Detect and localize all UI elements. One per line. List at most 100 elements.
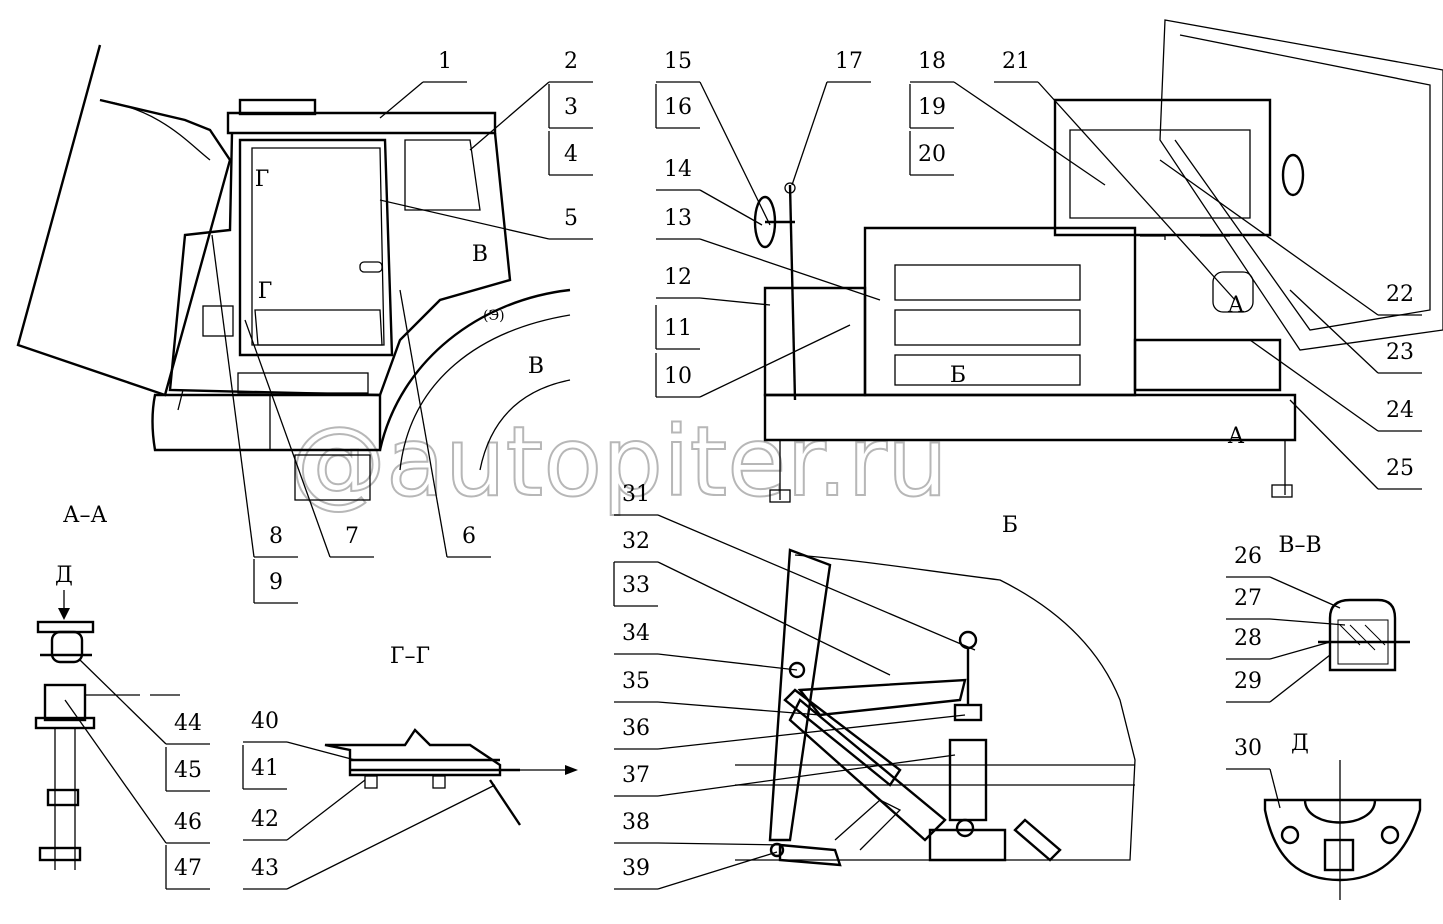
section-title-gg: Г–Г (390, 644, 430, 669)
tractor-rear-view (753, 19, 1443, 503)
leader-line (379, 81, 424, 119)
callout-35: 35 (614, 669, 821, 716)
callout-46: 46 (64, 699, 210, 844)
callout-number: 28 (1234, 626, 1262, 651)
leader-line (1269, 618, 1346, 626)
view-mark-v: В (472, 242, 488, 267)
callout-1: 1 (379, 49, 467, 119)
callout-number: 41 (251, 756, 279, 781)
callout-number: 29 (1234, 669, 1262, 694)
callout-11: 11 (655, 305, 700, 350)
leader-line (1269, 654, 1331, 703)
callout-number: 1 (438, 49, 452, 74)
leader-line (699, 189, 763, 226)
callout-6: 6 (399, 289, 491, 558)
view-mark-g: Г (255, 167, 270, 192)
leader-line (699, 81, 771, 226)
leader-line (657, 842, 786, 846)
callout-7: 7 (244, 319, 374, 558)
callout-36: 36 (614, 714, 966, 750)
callout-number: 27 (1234, 586, 1262, 611)
leader-line (657, 701, 821, 716)
callout-22: 22 (1159, 159, 1422, 316)
callout-number: 24 (1386, 398, 1414, 423)
callout-number: 9 (269, 570, 283, 595)
callout-number: 42 (251, 807, 279, 832)
lever (788, 184, 797, 401)
callout-number: 44 (174, 711, 202, 736)
callout-29: 29 (1226, 654, 1331, 703)
leader-line (657, 514, 976, 651)
leader-line (699, 324, 851, 398)
callout-number: 15 (664, 49, 692, 74)
callout-44: 44 (79, 659, 210, 745)
callout-42: 42 (243, 779, 366, 841)
callout-number: 8 (269, 524, 283, 549)
leader-line (244, 319, 331, 558)
leader-line (286, 784, 496, 890)
callout-number: 12 (664, 265, 692, 290)
callout-number: 4 (564, 142, 578, 167)
step (294, 454, 371, 501)
callout-23: 23 (1289, 289, 1422, 374)
callout-33: 33 (613, 562, 658, 607)
view-mark-d: Д (55, 563, 73, 588)
leader-line (1037, 81, 1236, 301)
callout-number: 39 (622, 856, 650, 881)
callout-number: 46 (174, 810, 202, 835)
callout-47: 47 (165, 845, 210, 890)
callout-number: 30 (1234, 736, 1262, 761)
callout-number: 45 (174, 758, 202, 783)
callout-38: 38 (614, 810, 786, 846)
body-block (863, 226, 1137, 397)
callout-number: 31 (622, 482, 650, 507)
callout-34: 34 (614, 621, 798, 671)
hinge-mechanism-detail (735, 548, 1136, 867)
callout-number: 33 (622, 573, 650, 598)
callout-number: 2 (564, 49, 578, 74)
callout-16: 16 (655, 84, 700, 129)
callout-number: 10 (664, 364, 692, 389)
callout-number: 7 (345, 524, 359, 549)
callout-3: 3 (548, 84, 593, 129)
front-bumper (151, 393, 382, 452)
callout-12: 12 (656, 265, 771, 306)
leader-line (657, 851, 778, 890)
section-d-detail (1263, 760, 1422, 900)
callout-number: 3 (564, 95, 578, 120)
callout-number: 6 (462, 524, 476, 549)
callout-number: 38 (622, 810, 650, 835)
leader-line (379, 199, 550, 240)
callout-4: 4 (548, 131, 593, 176)
callout-13: 13 (656, 206, 881, 301)
callout-39: 39 (614, 851, 778, 890)
callout-31: 31 (614, 482, 976, 651)
callout-number: 5 (564, 206, 578, 231)
leader-line (469, 81, 550, 151)
section-title-b: Б (1002, 513, 1018, 538)
leader-line (1289, 399, 1379, 490)
leader-line (1159, 159, 1379, 316)
panel-edge (768, 548, 832, 842)
fender (378, 288, 571, 451)
leader-line (1269, 576, 1341, 609)
leader-line (286, 741, 356, 761)
callout-17: 17 (791, 49, 871, 186)
callout-number: 35 (622, 669, 650, 694)
callout-number: 21 (1002, 49, 1030, 74)
callout-number: 13 (664, 206, 692, 231)
callout-number: 18 (918, 49, 946, 74)
leader-line (657, 714, 966, 750)
callout-number: 20 (918, 142, 946, 167)
callout-41: 41 (242, 745, 287, 790)
callout-19: 19 (909, 84, 954, 129)
frame (763, 393, 1297, 442)
callout-32: 32 (614, 529, 891, 676)
view-mark-v: В (528, 354, 544, 379)
leader-line (1269, 768, 1281, 809)
callout-24: 24 (1249, 339, 1422, 432)
callout-number: 17 (835, 49, 863, 74)
leader-line (79, 659, 167, 745)
callout-number: 47 (174, 856, 202, 881)
